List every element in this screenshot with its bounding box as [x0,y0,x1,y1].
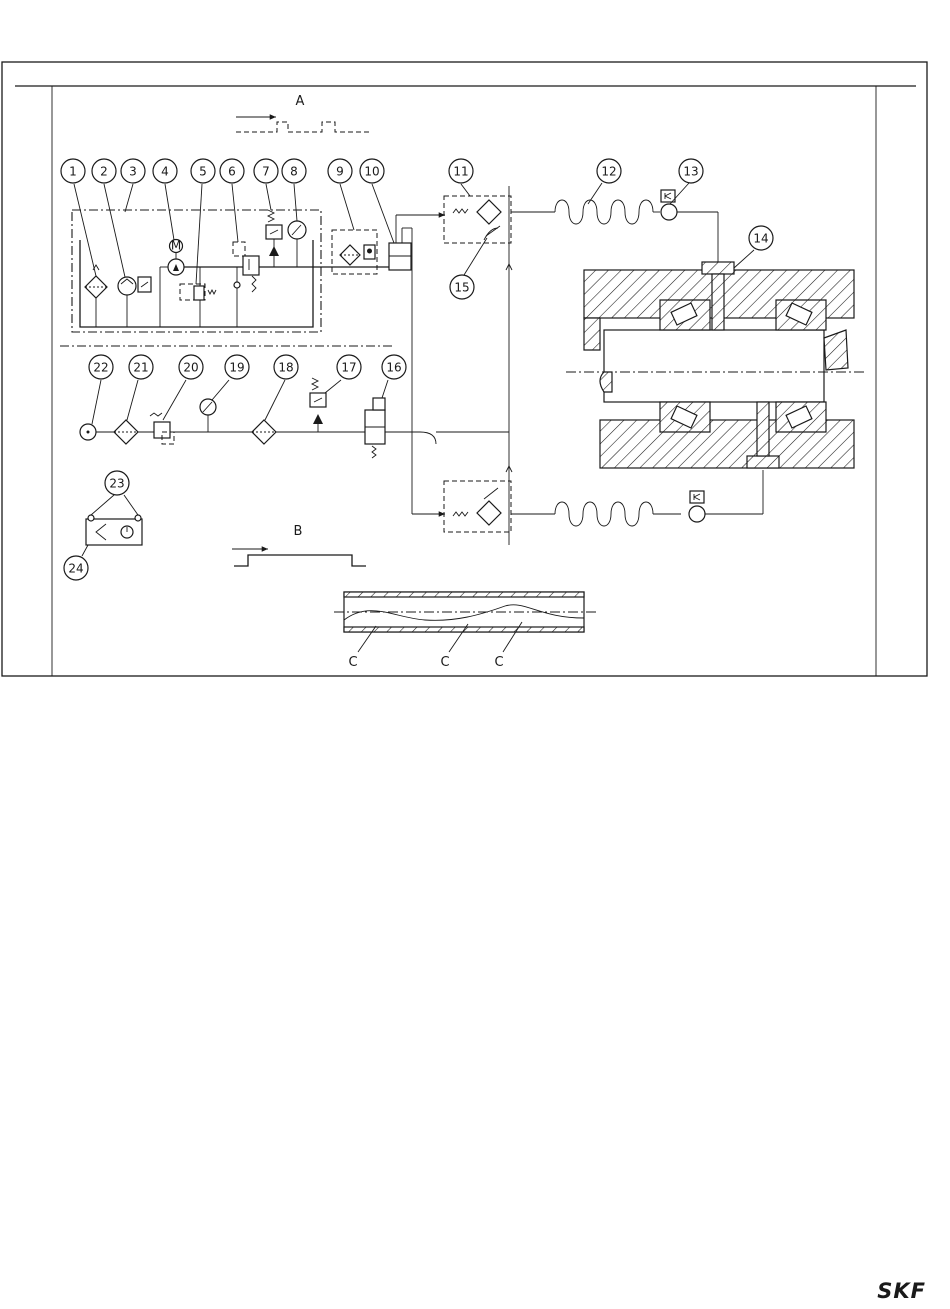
control-panel [86,515,142,545]
callout-number-15: 15 [454,281,469,295]
flow-indicator-upper [661,190,718,270]
section-label-c3: C [494,655,503,670]
callout-number-14: 14 [753,232,768,246]
hose-lower [555,502,681,526]
callout-number-4: 4 [161,165,169,179]
pump-unit [72,210,395,332]
brand-logo: SKF [877,1279,926,1303]
symbol-row [80,378,509,458]
callout-number-24: 24 [68,562,83,576]
callout-number-20: 20 [183,361,198,375]
callout-number-1: 1 [69,165,77,179]
callout-number-5: 5 [199,165,207,179]
section-label-b: B [294,524,303,539]
timing-graph-b [232,549,366,566]
callout-number-11: 11 [453,165,468,179]
callout-number-23: 23 [109,477,124,491]
callout-number-22: 22 [93,361,108,375]
flow-indicator-lower [689,470,763,522]
callout-number-18: 18 [278,361,293,375]
callout-number-9: 9 [336,165,344,179]
callout-number-17: 17 [341,361,356,375]
section-label-c1: C [348,655,357,670]
callout-number-6: 6 [228,165,236,179]
section-label-a: A [296,94,305,109]
section-label-c2: C [440,655,449,670]
pipe-section-c [334,592,596,652]
callout-number-21: 21 [133,361,148,375]
callout-number-10: 10 [364,165,379,179]
hose-upper [555,200,660,224]
callout-number-2: 2 [100,165,108,179]
callout-number-12: 12 [601,165,616,179]
bearing-housing [566,262,866,468]
timing-graph-a [236,117,372,132]
distributor-upper [444,196,555,243]
callout-number-7: 7 [262,165,270,179]
distributor-lower [444,481,555,532]
callout-number-16: 16 [386,361,401,375]
return-line [506,186,512,545]
motor-label: M [171,239,181,253]
callout-number-8: 8 [290,165,298,179]
callout-number-13: 13 [683,165,698,179]
callout-number-19: 19 [229,361,244,375]
callout-number-3: 3 [129,165,137,179]
